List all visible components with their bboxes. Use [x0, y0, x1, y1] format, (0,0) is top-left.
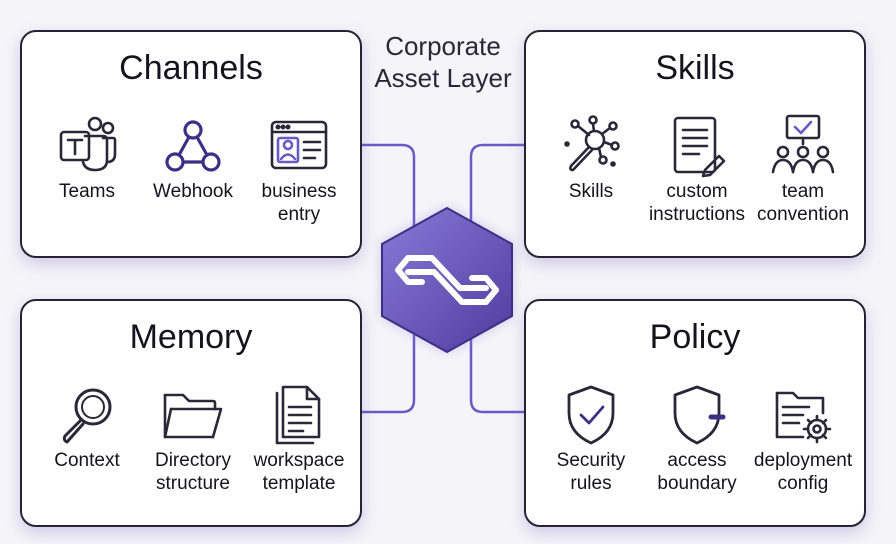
policy-title: Policy — [649, 318, 741, 356]
business-entry-icon — [270, 120, 328, 170]
skills-icon — [564, 115, 620, 172]
policy-item-label: access boundary — [657, 450, 737, 494]
memory-item-label: Directory structure — [154, 450, 231, 494]
skills-item-skills: Skills — [532, 114, 650, 203]
memory-card: Memory Context Directory structure works… — [20, 299, 362, 527]
policy-item-label: Security rules — [556, 450, 626, 494]
magnifier-icon — [62, 388, 112, 444]
channels-item-business-entry: business entry — [240, 114, 358, 226]
memory-title: Memory — [129, 318, 253, 356]
policy-item-deployment-config: deployment config — [744, 383, 862, 495]
skills-item-label: team convention — [757, 181, 849, 225]
memory-item-workspace-template: workspace template — [240, 383, 358, 495]
custom-instructions-icon — [673, 116, 726, 178]
skills-item-label: custom instructions — [648, 181, 746, 225]
connector-policy — [469, 335, 524, 414]
channels-item-webhook: Webhook — [134, 114, 252, 203]
channels-item-label: Webhook — [153, 181, 233, 202]
teams-icon — [59, 116, 117, 172]
policy-item-access-boundary: access boundary — [638, 383, 756, 495]
shield-boundary-icon — [673, 385, 726, 445]
channels-item-teams: Teams — [28, 114, 146, 203]
center-title: Corporate Asset Layer — [374, 31, 512, 93]
skills-item-team-convention: team convention — [744, 114, 862, 226]
channels-card: Channels Teams Webhook — [20, 30, 362, 258]
skills-item-custom-instructions: custom instructions — [638, 114, 756, 226]
shield-check-icon — [567, 385, 615, 445]
connector-skills — [469, 143, 524, 228]
channels-title: Channels — [119, 49, 263, 87]
memory-item-directory-structure: Directory structure — [134, 383, 252, 495]
policy-item-security-rules: Security rules — [532, 383, 650, 495]
connector-memory — [362, 335, 416, 414]
webhook-icon — [165, 120, 221, 172]
memory-item-label: Context — [54, 450, 120, 471]
asset-layer-hexagon — [381, 206, 513, 354]
document-template-icon — [275, 385, 321, 445]
channels-item-label: business entry — [261, 181, 337, 225]
skills-card: Skills Skills custom instructions — [524, 30, 866, 258]
connector-channels — [362, 143, 416, 228]
skills-item-label: Skills — [568, 181, 614, 202]
team-convention-icon — [771, 114, 835, 174]
policy-item-label: deployment config — [753, 450, 853, 494]
exchange-arrows-icon — [395, 255, 499, 305]
deployment-config-icon — [775, 391, 832, 444]
folder-icon — [163, 393, 223, 439]
policy-card: Policy Security rules access boundary de… — [524, 299, 866, 527]
channels-item-label: Teams — [59, 181, 115, 202]
memory-item-context: Context — [28, 383, 146, 472]
memory-item-label: workspace template — [253, 450, 345, 494]
skills-title: Skills — [655, 49, 735, 87]
